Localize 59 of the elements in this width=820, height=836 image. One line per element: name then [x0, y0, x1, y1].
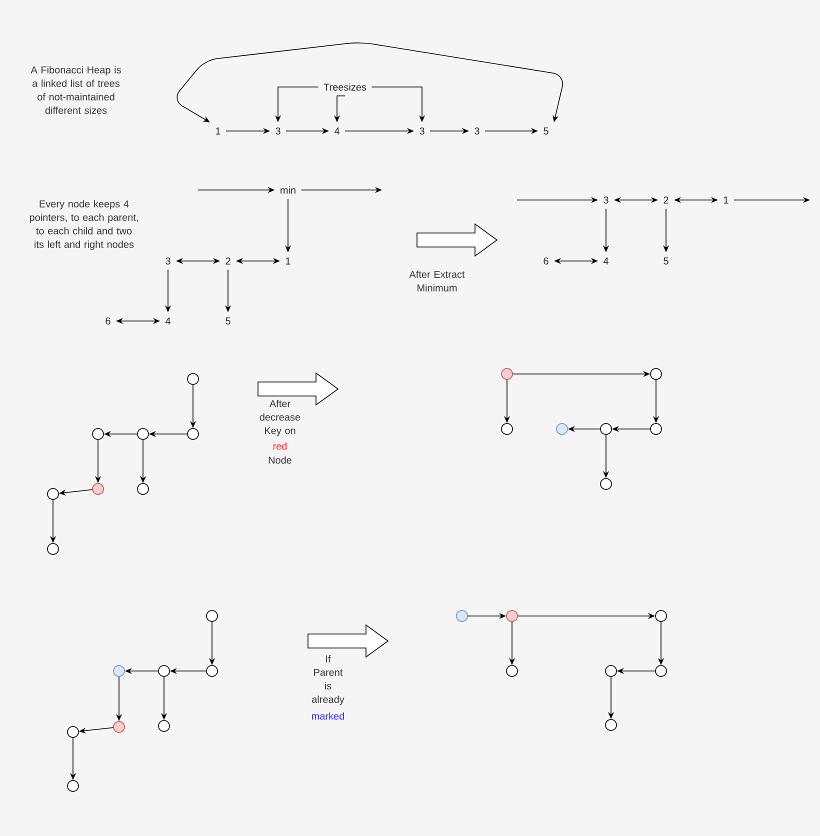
text-label: After decrease Key on	[260, 400, 300, 436]
circle-node	[206, 610, 218, 622]
node-value: 1	[216, 128, 220, 134]
node-value: 5	[664, 258, 668, 264]
node-value: 3	[604, 196, 608, 204]
circle-node	[187, 428, 199, 440]
node-value: 4	[165, 318, 170, 324]
text-label: After Extract Minimum	[409, 270, 465, 292]
node-value: 4	[603, 258, 608, 264]
text-label: Node	[268, 456, 292, 464]
node-value: 2	[226, 258, 230, 264]
circle-node	[650, 423, 662, 435]
circle-node	[137, 483, 149, 495]
tree-size-label: Treesizes	[324, 83, 366, 91]
circle-node	[158, 665, 170, 677]
circle-node	[600, 423, 612, 435]
circle-node	[605, 665, 617, 677]
circle-node	[605, 719, 617, 731]
circle-node	[655, 665, 667, 677]
node-value: 5	[544, 128, 548, 134]
circle-node	[556, 423, 568, 435]
circle-node	[650, 368, 662, 380]
node-value: 3	[166, 257, 170, 265]
node-value: 1	[286, 258, 290, 264]
circle-node	[158, 720, 170, 732]
node-value: 3	[474, 127, 480, 135]
node-value: 3	[420, 127, 424, 135]
node-value: 3	[276, 127, 280, 135]
node-value: min	[280, 186, 296, 194]
circle-node	[506, 610, 518, 622]
circle-node	[655, 610, 667, 622]
text-label: Every node keeps 4 pointers, to each parent, to each child and two its left and right nodes	[30, 200, 138, 250]
circle-node	[506, 665, 518, 677]
text-label: red	[273, 442, 287, 450]
circle-node	[501, 368, 513, 380]
node-value: 5	[226, 318, 230, 324]
circle-node	[113, 665, 125, 677]
text-label: A Fibonacci Heap is a linked list of trees of not-maintained different sizes	[30, 66, 121, 114]
circle-node	[113, 721, 125, 733]
circle-node	[187, 373, 199, 385]
circle-node	[67, 780, 79, 792]
node-value: 4	[334, 128, 340, 134]
circle-node	[137, 428, 149, 440]
circle-node	[456, 610, 468, 622]
circle-node	[92, 428, 104, 440]
circle-node	[47, 488, 59, 500]
circle-node	[92, 483, 104, 495]
circle-node	[600, 478, 612, 490]
text-label: marked	[312, 712, 344, 720]
circle-node	[206, 665, 218, 677]
text-label: If Parent is already	[312, 655, 344, 705]
arrow	[176, 42, 563, 122]
circle-node	[67, 726, 79, 738]
node-value: 6	[544, 257, 548, 265]
node-value: 1	[724, 196, 728, 204]
node-value: 6	[106, 317, 110, 325]
circle-node	[47, 543, 59, 555]
node-value: 2	[664, 196, 668, 204]
circle-node	[501, 423, 513, 435]
